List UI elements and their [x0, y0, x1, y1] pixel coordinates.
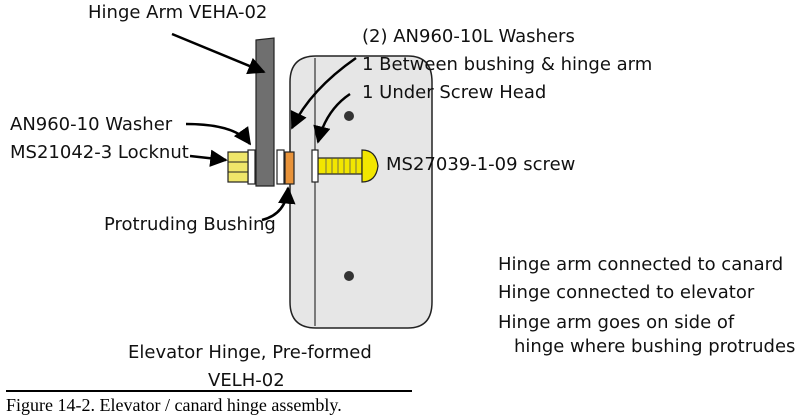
label-washers-line1: 1 Between bushing & hinge arm — [362, 54, 653, 75]
figure-caption: Figure 14-2. Elevator / canard hinge ass… — [6, 395, 342, 415]
an960-10-washer — [247, 149, 256, 185]
arrow-washer-under-head — [313, 92, 351, 144]
arrow-an960-washer — [185, 122, 252, 146]
screw — [317, 149, 379, 183]
protruding-bushing — [284, 151, 295, 185]
note-line: Hinge arm goes on side of — [498, 312, 735, 333]
label-washers-title: (2) AN960-10L Washers — [362, 26, 575, 47]
note-line: hinge where bushing protrudes — [514, 336, 796, 357]
caption-rule — [6, 390, 412, 392]
washer-under-screw-head — [311, 149, 319, 183]
label-locknut: MS21042-3 Locknut — [10, 142, 189, 163]
screw-head — [361, 149, 379, 183]
washer-between-bushing-and-arm — [276, 149, 285, 185]
arrow-locknut — [189, 149, 228, 167]
arrow-bushing — [261, 186, 296, 222]
label-screw: MS27039-1-09 screw — [386, 154, 576, 175]
arrow-washer-between — [290, 56, 357, 130]
label-bushing: Protruding Bushing — [104, 214, 276, 235]
arrow-hinge-arm — [171, 32, 266, 75]
rivet-hole-upper — [344, 111, 354, 121]
label-part-number: VELH-02 — [208, 370, 285, 391]
note-line: Hinge connected to elevator — [498, 282, 755, 303]
label-elevator-hinge: Elevator Hinge, Pre-formed — [128, 342, 372, 363]
label-hinge-arm: Hinge Arm VEHA-02 — [88, 2, 268, 23]
note-line: Hinge arm connected to canard — [498, 254, 784, 275]
hinge-arm — [255, 37, 275, 187]
locknut — [227, 151, 249, 183]
rivet-hole-lower — [344, 271, 354, 281]
label-washers-line2: 1 Under Screw Head — [362, 82, 547, 103]
label-an960-washer: AN960-10 Washer — [10, 114, 173, 135]
